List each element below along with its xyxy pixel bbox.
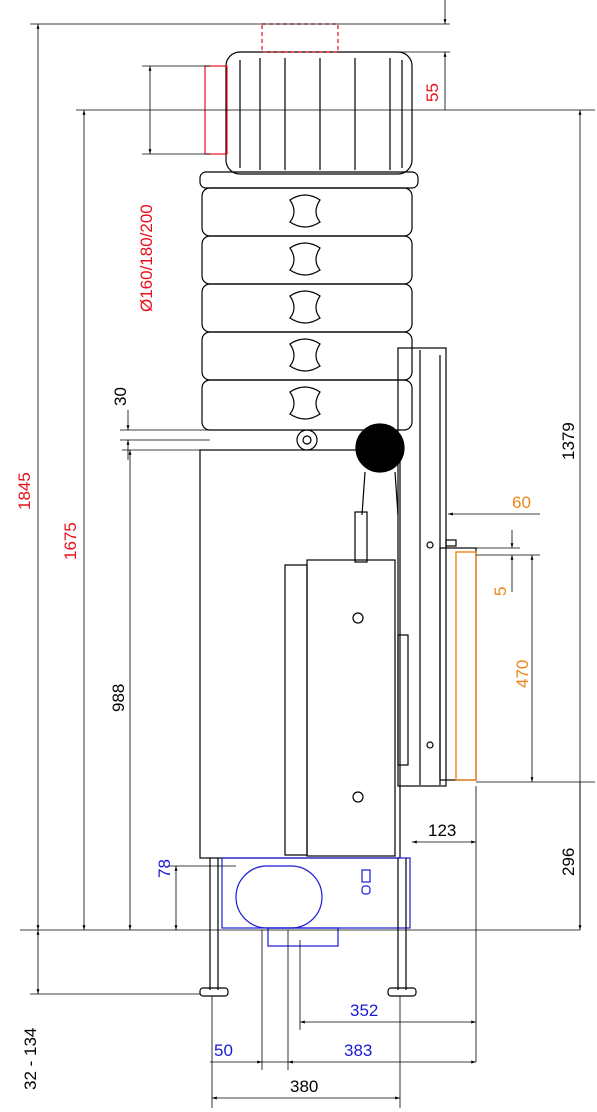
dim-60: 60 [512, 493, 531, 512]
base [221, 857, 411, 929]
dim-55: 55 [423, 83, 442, 102]
door-glass [455, 551, 477, 781]
dim-383: 383 [344, 1041, 372, 1060]
dim-30: 30 [111, 387, 130, 406]
dim-470: 470 [513, 660, 532, 688]
top-cap [225, 51, 413, 175]
dim-1675: 1675 [61, 522, 80, 560]
dim-5: 5 [491, 587, 510, 596]
dim-flue-diameter: Ø160/180/200 [137, 204, 156, 312]
dim-32-134: 32 - 134 [21, 1028, 40, 1090]
dim-1379: 1379 [559, 422, 578, 460]
stove-body [199, 51, 477, 997]
flue [204, 23, 339, 155]
dim-50: 50 [214, 1041, 233, 1060]
dim-123: 123 [428, 821, 456, 840]
dimension-lines [20, 0, 595, 1108]
dim-296: 296 [559, 848, 578, 876]
dim-78: 78 [155, 859, 174, 878]
dim-1845: 1845 [15, 472, 34, 510]
lower-body [199, 449, 401, 859]
side-panel [397, 347, 447, 787]
dim-380: 380 [290, 1077, 318, 1096]
dim-988: 988 [109, 684, 128, 712]
dim-352: 352 [350, 1001, 378, 1020]
stone-rings [201, 187, 413, 431]
